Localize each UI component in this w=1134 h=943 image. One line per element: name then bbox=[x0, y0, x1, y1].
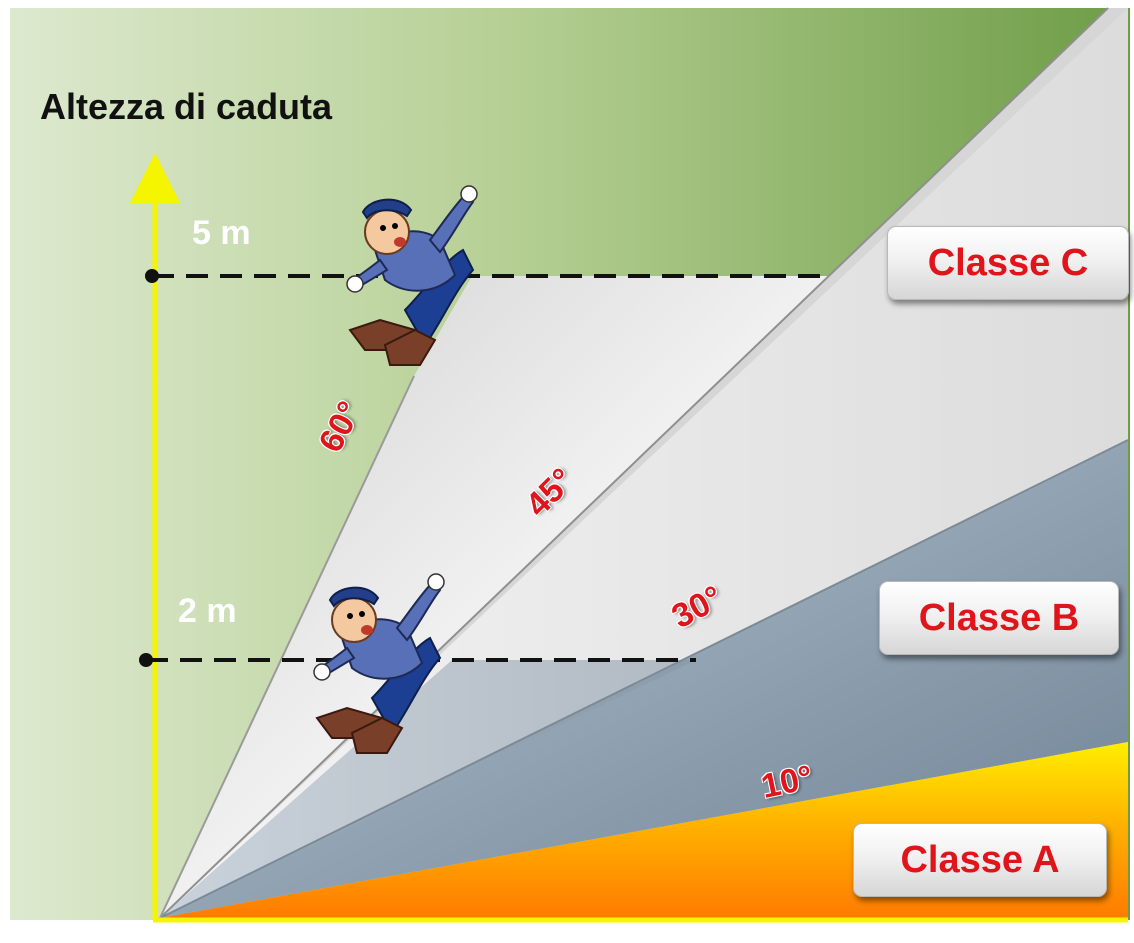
class-b-badge: Classe B bbox=[879, 581, 1119, 655]
height-label-5m: 5 m bbox=[192, 214, 251, 252]
class-a-badge: Classe A bbox=[853, 823, 1107, 897]
slope-line-30 bbox=[159, 439, 1129, 919]
class-c-label: Classe C bbox=[927, 241, 1089, 284]
class-c-badge: Classe C bbox=[887, 226, 1129, 300]
height-label-2m: 2 m bbox=[178, 592, 237, 630]
falling-worker-lower-illustration bbox=[313, 573, 445, 754]
zone-class-b-inner bbox=[160, 660, 696, 918]
diagram-title: Altezza di caduta bbox=[40, 86, 333, 127]
height-marker-2m bbox=[139, 653, 153, 667]
class-b-label: Classe B bbox=[918, 596, 1080, 639]
height-marker-5m bbox=[145, 269, 159, 283]
slope-line-60 bbox=[159, 375, 415, 919]
class-a-label: Classe A bbox=[900, 838, 1060, 881]
falling-worker-upper-illustration bbox=[346, 185, 478, 366]
slope-line-45 bbox=[159, 7, 1109, 919]
